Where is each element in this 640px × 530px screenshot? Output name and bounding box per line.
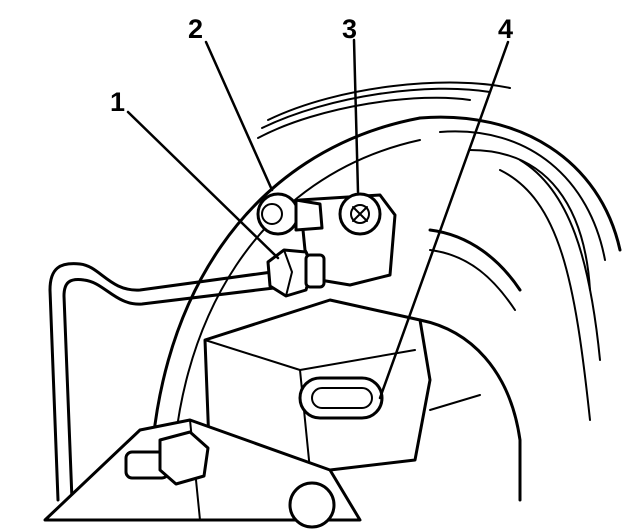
callout-1: 1 (110, 87, 125, 117)
callout-3: 3 (342, 14, 357, 44)
leader-3 (352, 38, 360, 194)
bleeder-bolt (256, 192, 300, 236)
leader-4 (378, 40, 510, 400)
callout-4: 4 (498, 14, 513, 44)
leader-1 (126, 110, 280, 260)
callout-2: 2 (188, 14, 203, 44)
caliper-housing (203, 298, 522, 502)
brake-line (48, 262, 276, 502)
callout-labels: 1 2 3 4 (110, 14, 513, 117)
lower-bolt-right (288, 481, 336, 529)
mounting-bracket (43, 418, 362, 529)
leader-lines (126, 38, 510, 400)
leader-2 (204, 40, 274, 192)
fitting-assembly (256, 192, 397, 298)
